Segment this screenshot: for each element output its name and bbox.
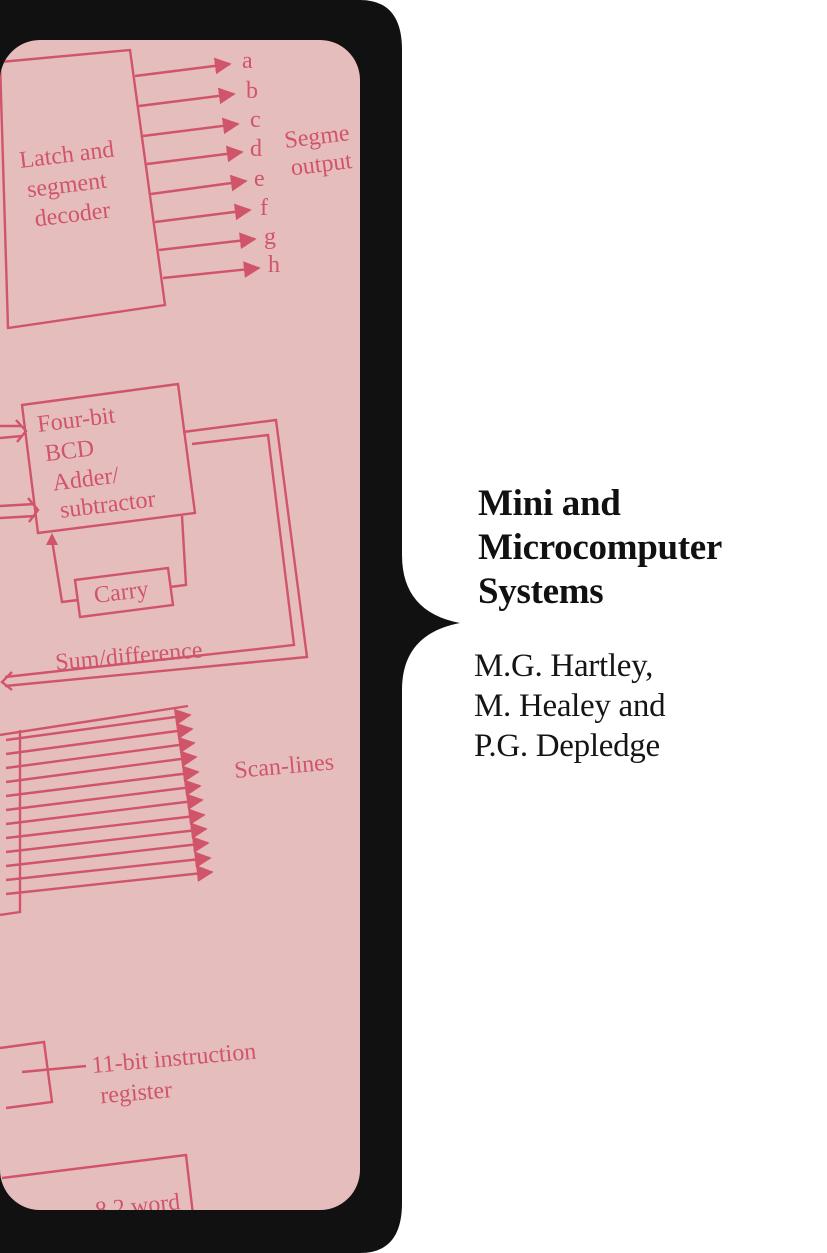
bottom-block <box>1 1153 198 1210</box>
scan-line-arrows <box>5 708 214 896</box>
segment-letter-e: e <box>254 166 265 192</box>
segment-letter-a: a <box>242 48 253 74</box>
book-title: Mini and Microcomputer Systems <box>478 482 823 614</box>
register-bracket <box>0 1040 87 1110</box>
author-line-2: M. Healey and <box>474 688 666 724</box>
title-line-1: Mini and <box>478 483 621 524</box>
segment-letter-h: h <box>268 252 280 278</box>
latch-decoder-box <box>0 48 167 330</box>
carry-loop <box>50 515 188 604</box>
title-line-3: Systems <box>478 571 604 612</box>
carry-box <box>73 566 175 619</box>
title-line-2: Microcomputer <box>478 527 723 568</box>
adder-input-arrows <box>0 419 40 523</box>
author-line-1: M.G. Hartley, <box>474 648 654 684</box>
segment-letter-f: f <box>260 195 268 221</box>
author-line-3: P.G. Depledge <box>474 728 660 764</box>
segment-letter-b: b <box>246 78 258 104</box>
segment-caption: Segme output <box>283 119 360 181</box>
segment-letter-c: c <box>250 107 261 133</box>
book-authors: M.G. Hartley, M. Healey and P.G. Depledg… <box>474 646 819 766</box>
adder-box <box>20 382 197 535</box>
segment-letter-d: d <box>250 136 262 162</box>
segment-output-arrows <box>134 57 261 280</box>
scan-block-frame <box>0 704 189 917</box>
sum-feedback-loop <box>4 418 309 688</box>
pink-panel <box>0 40 360 1210</box>
segment-letter-g: g <box>264 224 276 250</box>
